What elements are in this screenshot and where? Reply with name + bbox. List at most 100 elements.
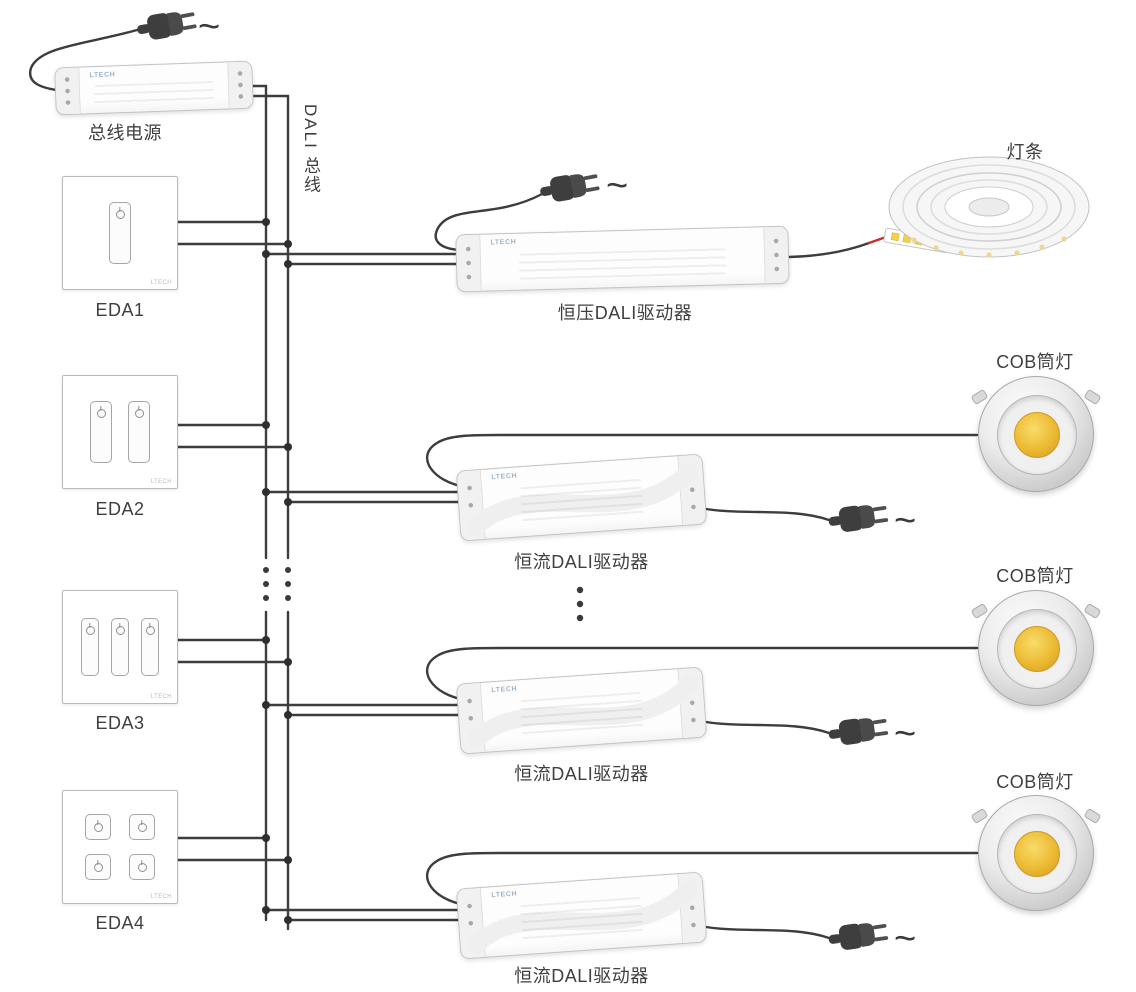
touch-panel-eda2: LTECH (62, 375, 178, 489)
panel-button (129, 854, 155, 880)
power-icon (145, 626, 155, 635)
touch-panel-eda1: LTECH (62, 176, 178, 290)
cv-dali-driver-label: 恒压DALI驱动器 (557, 303, 693, 323)
driver-s-curve (468, 675, 698, 749)
wire-plug-to-psu (28, 28, 139, 92)
cob-led-chip (1014, 831, 1060, 877)
ac-symbol: ~ (606, 165, 629, 207)
wire-plug-driver1 (434, 192, 544, 252)
downlight-reflector (997, 814, 1077, 894)
panel-button (129, 814, 155, 840)
touch-panel-eda3: LTECH (62, 590, 178, 704)
wire-driver4-plug (698, 924, 831, 940)
ac-symbol: ~ (894, 918, 917, 960)
ac-symbol: ~ (198, 6, 221, 48)
ac-symbol: ~ (894, 500, 917, 542)
ac-symbol: ~ (894, 713, 917, 755)
cc-dali-driver-device-1: LTECH (455, 453, 708, 542)
bus-power-supply-label: 总线电源 (88, 123, 162, 143)
brand-mark: LTECH (89, 71, 116, 80)
wire-driver1-strip (787, 241, 871, 259)
wire-eda1 (176, 220, 290, 246)
wire-bus-driver2 (264, 490, 468, 504)
wire-bus-driver1 (264, 252, 460, 266)
power-icon (137, 862, 147, 872)
cc-dali-driver-device-3: LTECH (455, 871, 708, 960)
panel-button (90, 401, 112, 463)
terminal-block (763, 226, 789, 284)
cob-downlight-2 (970, 590, 1102, 706)
power-icon (137, 822, 147, 832)
brand-mark: LTECH (491, 472, 518, 482)
wire-eda4 (176, 836, 290, 862)
brand-mark: LTECH (150, 479, 172, 485)
cc-dali-driver-label-3: 恒流DALI驱动器 (514, 966, 649, 986)
cob-led-chip (1014, 626, 1060, 672)
downlight-bezel (978, 795, 1094, 911)
cob-downlight-label-3: COB筒灯 (996, 772, 1074, 792)
panel-button (109, 202, 131, 264)
driver-s-curve (468, 462, 698, 536)
bus-power-supply-device: LTECH (54, 60, 254, 116)
downlight-reflector (997, 609, 1077, 689)
power-icon (115, 210, 125, 219)
cob-downlight-1 (970, 376, 1102, 492)
wire-strip-red-lead (867, 235, 888, 245)
cob-downlight-label-2: COB筒灯 (996, 566, 1074, 586)
power-plug-icon (827, 919, 890, 953)
wire-eda3 (176, 638, 290, 664)
power-icon (93, 822, 103, 832)
brand-mark: LTECH (150, 694, 172, 700)
brand-mark: LTECH (491, 685, 518, 695)
panel-button (111, 618, 129, 676)
cc-dali-driver-label-1: 恒流DALI驱动器 (514, 552, 649, 572)
brand-mark: LTECH (490, 238, 517, 247)
wire-eda2 (176, 423, 290, 449)
printed-label (520, 896, 644, 945)
panel-button (141, 618, 159, 676)
power-icon (134, 409, 144, 418)
panel-button (128, 401, 150, 463)
power-icon (96, 409, 106, 418)
wire-driver4-cob (425, 851, 979, 907)
wire-driver2-cob (425, 433, 979, 489)
wire-bus-driver4 (264, 908, 468, 922)
printed-label (520, 478, 644, 527)
dali-bus-label: DALI 总线 (301, 104, 320, 195)
panel-button (85, 814, 111, 840)
downlight-bezel (978, 376, 1094, 492)
wires (28, 28, 979, 940)
strip-led-dots (911, 236, 1067, 258)
printed-label (520, 691, 644, 740)
panel-label-eda3: EDA3 (95, 713, 145, 733)
bus-line-a (250, 84, 268, 922)
terminal-block (55, 67, 81, 115)
wire-driver3-plug (698, 719, 831, 735)
panel-button (81, 618, 99, 676)
panel-label-eda1: EDA1 (95, 300, 145, 320)
junction-dots (262, 218, 292, 924)
wire-bus-driver3 (264, 703, 468, 717)
panel-label-eda2: EDA2 (95, 499, 145, 519)
power-icon (93, 862, 103, 872)
wire-driver3-cob (425, 646, 979, 702)
touch-panel-eda4: LTECH (62, 790, 178, 904)
power-icon (85, 626, 95, 635)
terminal-block (227, 61, 253, 109)
power-plug-icon (135, 7, 198, 43)
brand-mark: LTECH (491, 890, 518, 900)
cv-dali-driver-device: LTECH (455, 225, 790, 293)
wire-driver2-plug (698, 506, 831, 522)
power-icon (115, 626, 125, 635)
cc-dali-driver-label-2: 恒流DALI驱动器 (514, 764, 649, 784)
downlight-bezel (978, 590, 1094, 706)
driver-s-curve (468, 880, 698, 954)
downlight-reflector (997, 395, 1077, 475)
cc-dali-driver-device-2: LTECH (455, 666, 708, 755)
panel-label-eda4: EDA4 (95, 913, 145, 933)
led-strip-label: 灯条 (1006, 142, 1044, 162)
brand-mark: LTECH (150, 280, 172, 286)
terminal-block (456, 234, 482, 292)
continuation-dots (263, 567, 584, 622)
